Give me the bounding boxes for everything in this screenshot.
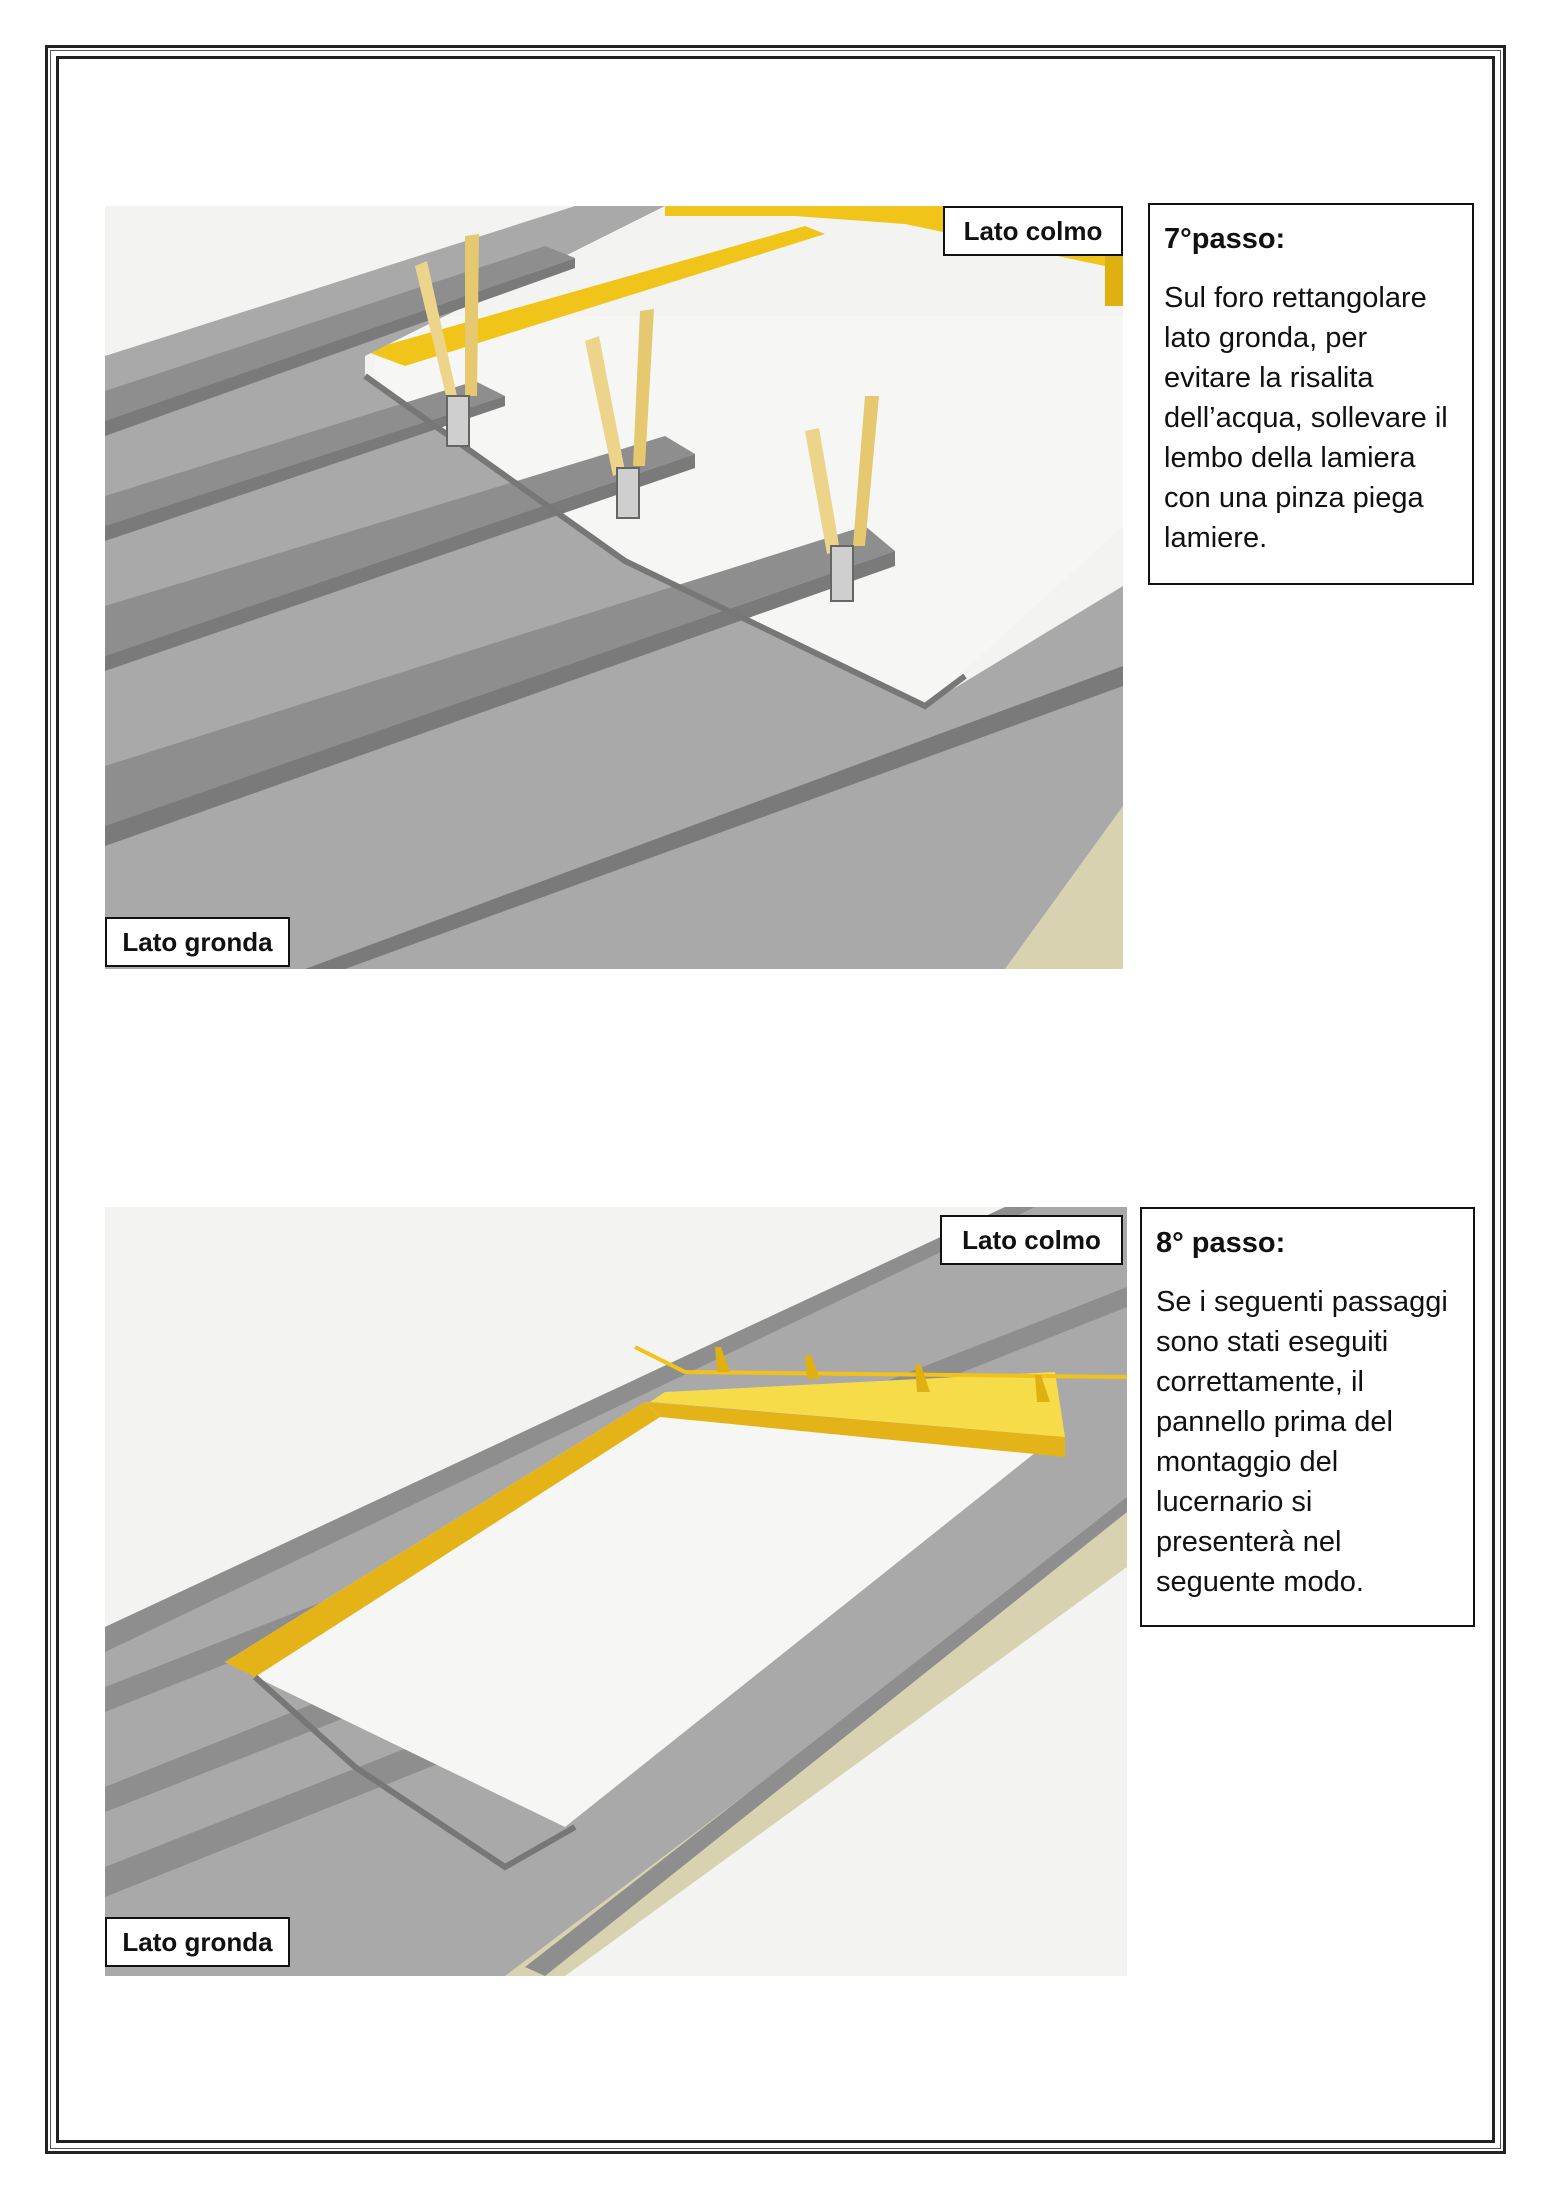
step-7-illustration (105, 206, 1123, 969)
step-7-text: Sul foro rettangolare lato gronda, per e… (1164, 282, 1448, 554)
page-border-outer (45, 45, 1506, 2154)
step-8-illustration (105, 1207, 1127, 1976)
page-border-middle (50, 50, 1501, 2149)
eave-side-label: Lato gronda (105, 1917, 290, 1967)
page-border-inner (56, 56, 1495, 2143)
step-7-description-box: 7°passo: Sul foro rettangolare lato gron… (1148, 203, 1474, 585)
ridge-side-label: Lato colmo (943, 206, 1123, 256)
ridge-side-label: Lato colmo (940, 1215, 1123, 1265)
step-8-description-box: 8° passo: Se i seguenti passaggi sono st… (1140, 1207, 1475, 1627)
pliers-3 (805, 396, 879, 602)
step-8-text: Se i seguenti passaggi sono stati esegui… (1156, 1286, 1448, 1598)
step-8-title: 8° passo: (1156, 1227, 1286, 1259)
pliers-2 (585, 309, 654, 519)
step-7-title: 7°passo: (1164, 223, 1286, 255)
pliers-1 (415, 234, 479, 447)
eave-side-label: Lato gronda (105, 917, 290, 967)
